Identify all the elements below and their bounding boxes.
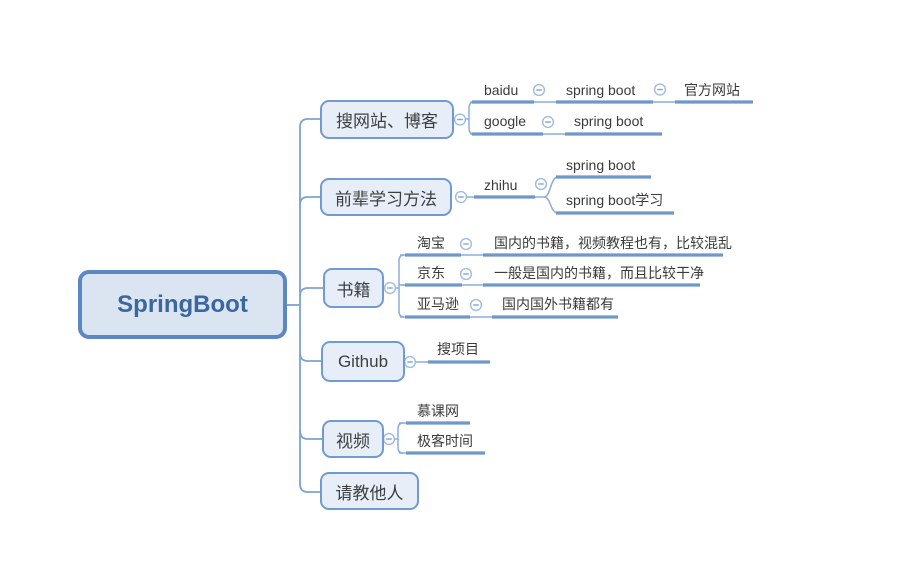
topic-taobao[interactable]: 淘宝 (417, 235, 445, 251)
branch-search-websites-blogs[interactable]: 搜网站、博客 (320, 100, 454, 139)
collapse-icon-spring-boot-official[interactable] (653, 83, 667, 96)
branch-ask-others[interactable]: 请教他人 (320, 472, 419, 510)
collapse-icon-search-websites[interactable] (453, 113, 467, 126)
collapse-icon-github[interactable] (403, 355, 417, 369)
collapse-icon-amazon[interactable] (469, 298, 483, 312)
topic-imooc[interactable]: 慕课网 (417, 403, 459, 419)
topic-jd-note[interactable]: 一般是国内的书籍，而且比较干净 (494, 265, 704, 281)
collapse-icon-taobao[interactable] (459, 237, 473, 251)
branch-github[interactable]: Github (321, 341, 405, 382)
topic-amazon[interactable]: 亚马逊 (417, 296, 459, 312)
topic-taobao-note[interactable]: 国内的书籍，视频教程也有，比较混乱 (494, 235, 732, 251)
topic-spring-boot-zhihu[interactable]: spring boot (566, 157, 636, 173)
collapse-icon-jd[interactable] (459, 267, 473, 281)
branch-label: 请教他人 (335, 483, 404, 503)
collapse-icon-videos[interactable] (382, 432, 396, 446)
root-topic-label: SpringBoot (117, 290, 248, 318)
topic-search-projects[interactable]: 搜项目 (437, 341, 479, 357)
topic-google[interactable]: google (484, 113, 527, 129)
branch-label: Github (337, 351, 389, 371)
branch-label: 书籍 (336, 280, 371, 300)
branch-label: 视频 (336, 431, 370, 451)
collapse-icons (382, 83, 667, 446)
collapse-icon-learning-methods[interactable] (454, 190, 468, 204)
topic-geek-time[interactable]: 极客时间 (417, 433, 473, 449)
topic-jd[interactable]: 京东 (417, 265, 445, 281)
topic-amazon-note[interactable]: 国内国外书籍都有 (502, 296, 614, 312)
topic-spring-boot-baidu[interactable]: spring boot (566, 82, 636, 98)
topic-spring-boot-study[interactable]: spring boot学习 (566, 192, 664, 208)
topic-baidu[interactable]: baidu (484, 82, 519, 98)
collapse-icon-google[interactable] (541, 115, 555, 129)
root-topic-springboot[interactable]: SpringBoot (78, 270, 287, 339)
topic-spring-boot-google[interactable]: spring boot (574, 113, 644, 129)
topic-official-website[interactable]: 官方网站 (684, 82, 740, 98)
branch-videos[interactable]: 视频 (322, 420, 384, 458)
topic-underlines (405, 100, 753, 455)
branch-label: 前辈学习方法 (335, 189, 437, 209)
collapse-icon-books[interactable] (383, 281, 397, 295)
branch-books[interactable]: 书籍 (323, 268, 384, 308)
trunk-lines (287, 118, 323, 493)
collapse-icon-zhihu[interactable] (534, 177, 548, 191)
collapse-icon-baidu[interactable] (532, 83, 546, 97)
topic-zhihu[interactable]: zhihu (484, 177, 518, 193)
branch-label: 搜网站、博客 (336, 112, 438, 131)
branch-predecessors-learning-methods[interactable]: 前辈学习方法 (320, 178, 452, 216)
